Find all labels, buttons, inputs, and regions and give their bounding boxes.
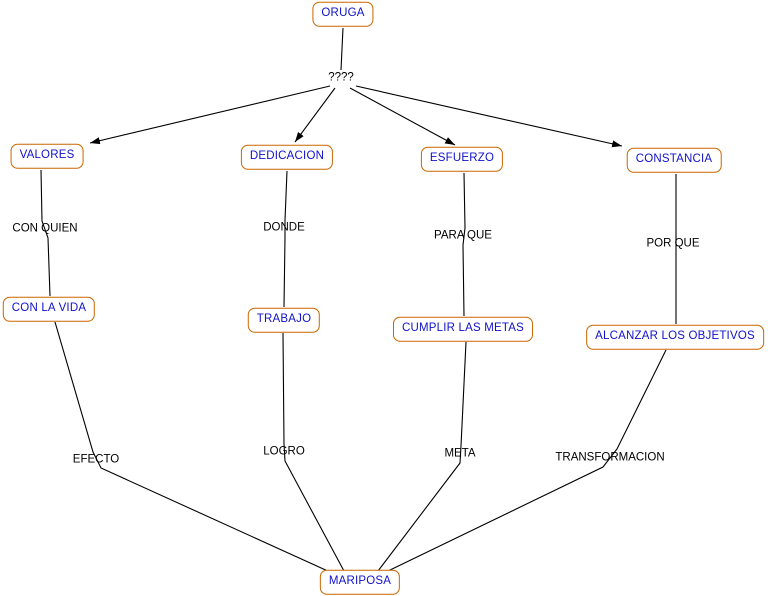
edge-esfuerzo-metas [462,172,466,317]
edge-objetivos-mariposa [387,349,667,572]
node-constancia[interactable]: CONSTANCIA [626,147,722,173]
node-con-la-vida[interactable]: CON LA VIDA [2,296,96,322]
edge-label-root: ???? [328,71,354,84]
edge-root-dedicacion [294,87,336,143]
edge-trabajo-mariposa [282,332,345,572]
edge-valores-conlavida [40,169,51,297]
edge-root-constancia [355,85,623,148]
node-oruga[interactable]: ORUGA [312,1,374,27]
node-cumplir-las-metas[interactable]: CUMPLIR LAS METAS [392,316,534,342]
edge-label-donde: DONDE [263,221,305,234]
edge-label-meta: META [444,447,476,460]
edge-label-efecto: EFECTO [72,453,120,466]
edge-root-valores [89,85,331,145]
node-dedicacion[interactable]: DEDICACION [240,144,334,170]
edge-label-logro: LOGRO [263,445,305,458]
edge-conlavida-mariposa [54,321,331,573]
node-trabajo[interactable]: TRABAJO [247,307,321,333]
edge-label-con-quien: CON QUIEN [12,222,78,235]
edge-metas-mariposa [377,341,467,572]
edge-label-por-que: POR QUE [646,237,700,250]
node-alcanzar-los-objetivos[interactable]: ALCANZAR LOS OBJETIVOS [586,324,764,350]
edge-dedicacion-trabajo [283,170,288,308]
edge-root-esfuerzo [349,87,456,146]
edge-label-para-que: PARA QUE [434,229,492,242]
edge-label-transformacion: TRANSFORMACION [555,451,665,464]
node-esfuerzo[interactable]: ESFUERZO [420,146,504,172]
node-valores[interactable]: VALORES [10,143,84,169]
node-mariposa[interactable]: MARIPOSA [319,569,401,595]
edge-oruga-root [340,27,344,71]
